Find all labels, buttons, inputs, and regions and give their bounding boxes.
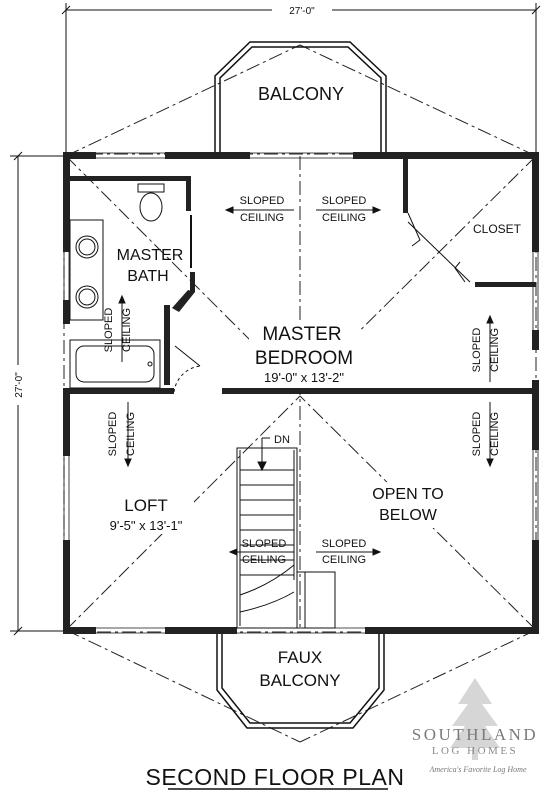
master-bath-label-1: MASTER (117, 247, 184, 264)
ceiling-note-line2: CEILING (121, 308, 133, 352)
ceiling-note-line1: SLOPED (242, 538, 287, 550)
logo-brand: SOUTHLAND (412, 725, 538, 744)
stair (236, 437, 336, 629)
interior-walls (64, 158, 536, 394)
exterior-walls (63, 152, 539, 634)
logo-sub: LOG HOMES (432, 745, 518, 757)
plan-title: SECOND FLOOR PLAN (146, 764, 405, 790)
balcony-outline (214, 41, 387, 152)
ceiling-note-line1: SLOPED (240, 195, 285, 207)
ceiling-note-line1: SLOPED (322, 195, 367, 207)
ceiling-note-line2: CEILING (322, 212, 366, 224)
ceiling-note-bedroom-right: SLOPED CEILING (471, 328, 501, 373)
ceiling-note-bottom-left: SLOPED CEILING (242, 538, 287, 566)
closet-label: CLOSET (473, 222, 522, 236)
windows (63, 152, 539, 634)
loft-label: LOFT (124, 496, 167, 515)
pine-tree-icon (450, 678, 500, 760)
ceiling-note-line2: CEILING (125, 412, 137, 456)
loft-size: 9'-5" x 13'-1" (110, 518, 183, 533)
faux-balcony-label-2: BALCONY (259, 671, 340, 690)
ceiling-note-line1: SLOPED (471, 328, 483, 373)
ceiling-note-line1: SLOPED (103, 308, 115, 353)
label-backgrounds (104, 80, 526, 693)
ceiling-note-top-left: SLOPED CEILING (240, 195, 285, 224)
stair-down-label: DN (274, 434, 290, 446)
left-dimension-label: 27'-0" (14, 372, 25, 398)
master-bedroom-label-1: MASTER (262, 324, 341, 345)
open-to-below-label-1: OPEN TO (372, 486, 443, 503)
ceiling-note-line2: CEILING (322, 554, 366, 566)
master-bedroom-size: 19'-0" x 13'-2" (264, 370, 344, 385)
master-bath-label-2: BATH (127, 268, 168, 285)
master-bedroom-label-2: BEDROOM (255, 348, 353, 369)
ceiling-note-bottom-right: SLOPED CEILING (322, 538, 367, 566)
balcony-label: BALCONY (258, 84, 344, 104)
ceiling-note-bath: SLOPED CEILING (103, 308, 133, 353)
ceiling-note-line1: SLOPED (471, 412, 483, 457)
faux-balcony-outline (216, 632, 385, 729)
ceiling-note-loft: SLOPED CEILING (107, 412, 137, 457)
southland-logo: SOUTHLAND LOG HOMES America's Favorite L… (412, 678, 538, 774)
fixtures (69, 183, 471, 393)
ceiling-arrows (118, 206, 494, 556)
ceiling-note-lower-right: SLOPED CEILING (471, 412, 501, 457)
ceiling-note-top-right: SLOPED CEILING (322, 195, 367, 224)
ceiling-note-line2: CEILING (489, 412, 501, 456)
ceiling-note-line2: CEILING (240, 212, 284, 224)
ceiling-note-line2: CEILING (489, 328, 501, 372)
open-to-below-label-2: BELOW (379, 507, 438, 524)
top-dimension-label: 27'-0" (289, 6, 315, 17)
logo-tagline: America's Favorite Log Home (428, 765, 526, 774)
ceiling-note-line2: CEILING (242, 554, 286, 566)
faux-balcony-label-1: FAUX (278, 648, 322, 667)
ceiling-note-line1: SLOPED (107, 412, 119, 457)
ceiling-note-line1: SLOPED (322, 538, 367, 550)
